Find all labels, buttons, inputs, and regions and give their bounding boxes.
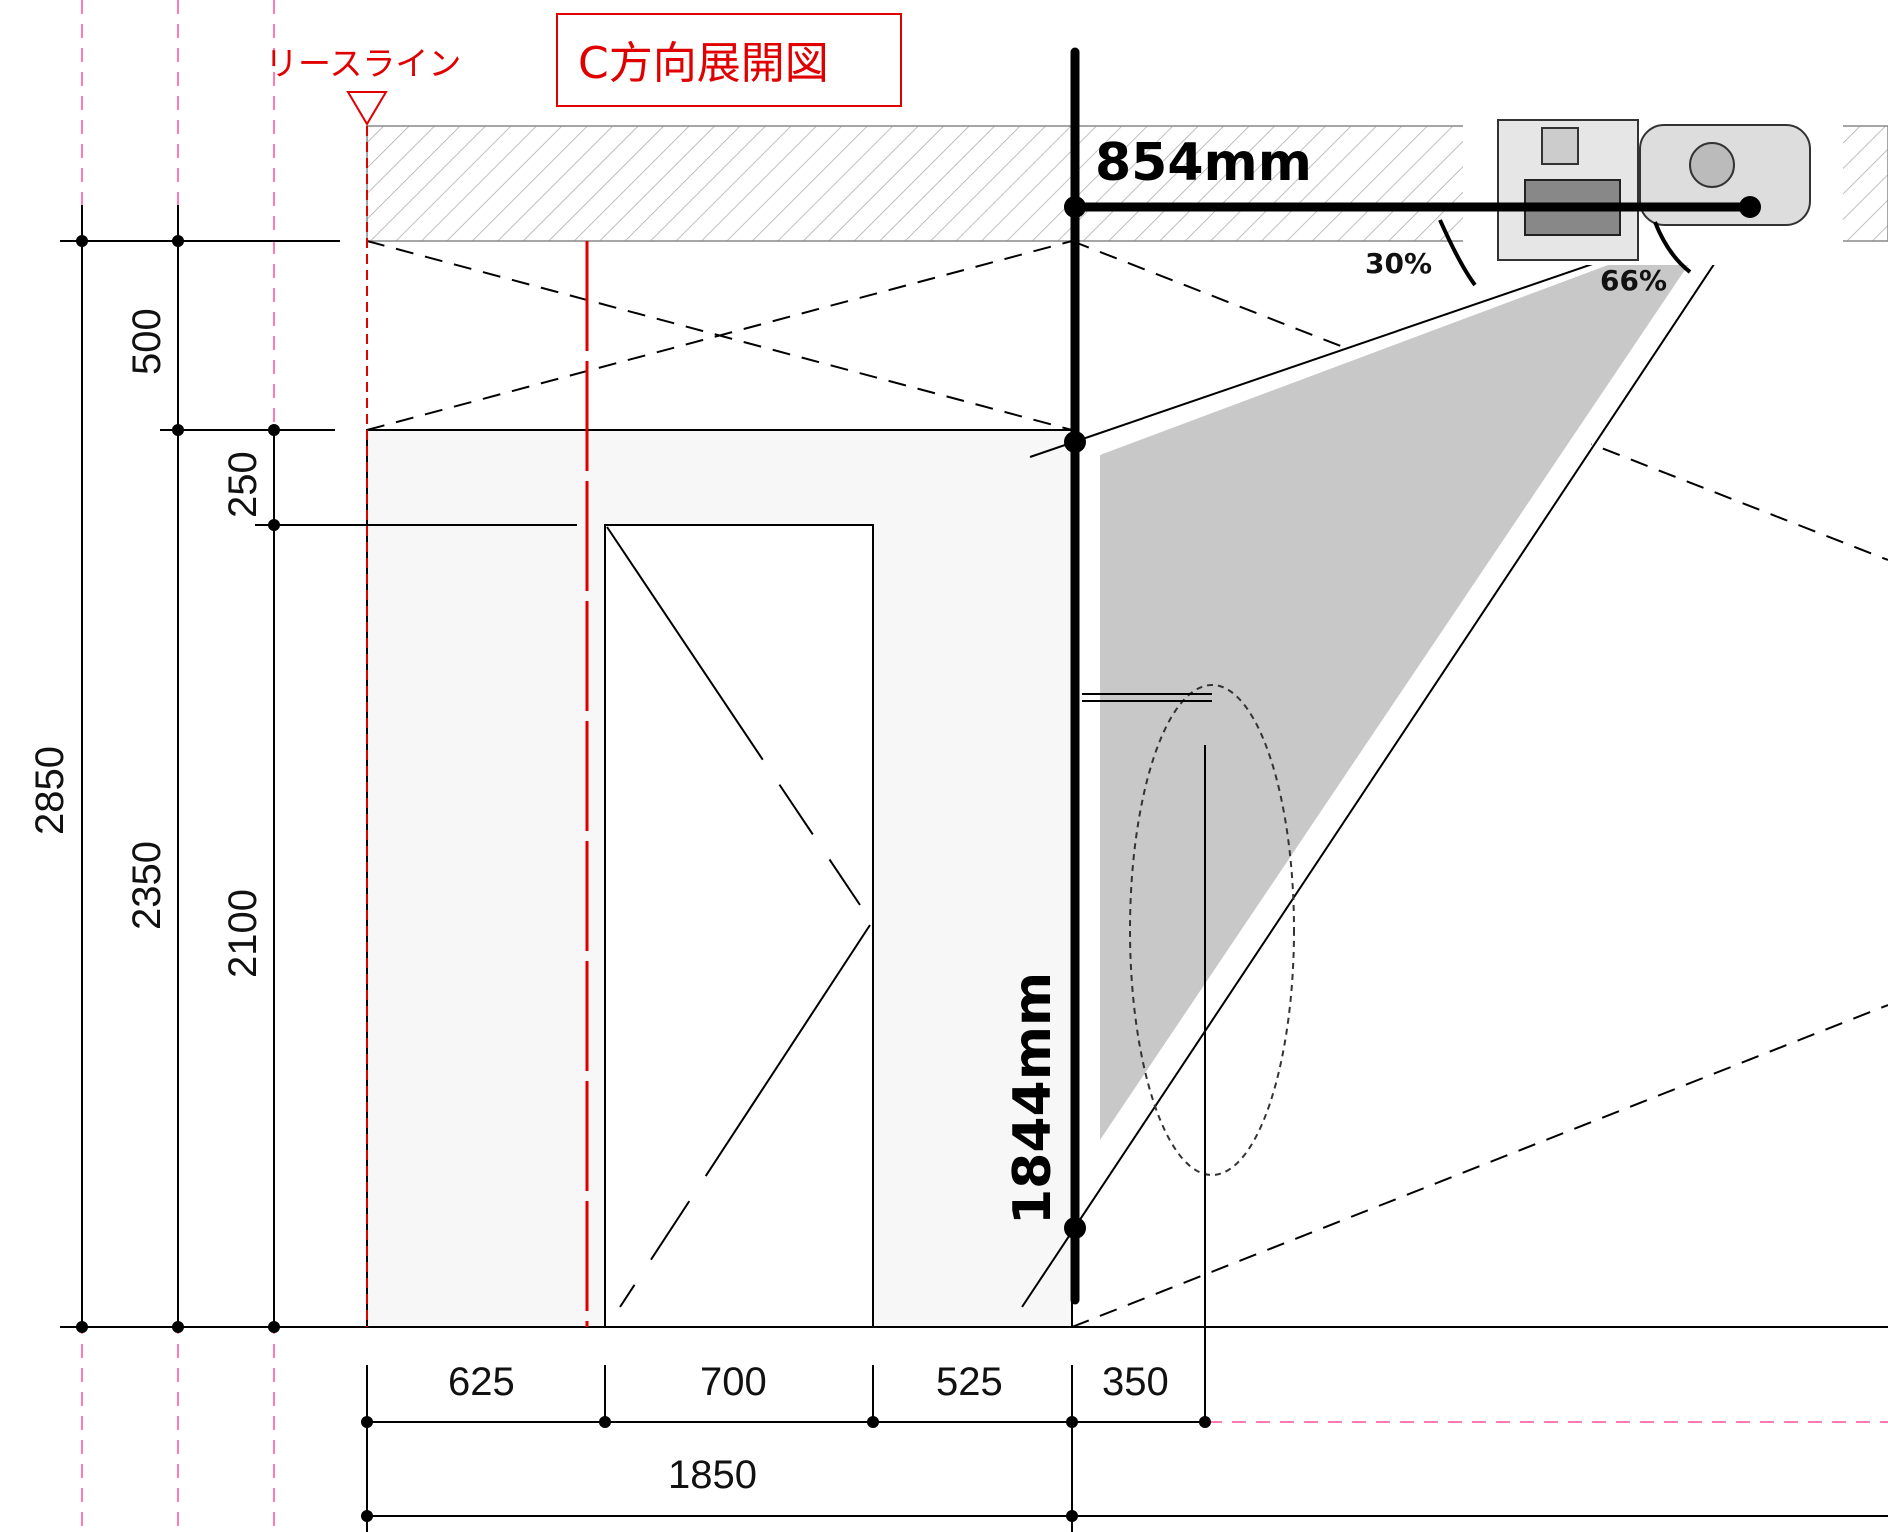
dim-seg1: 625 [448,1360,515,1404]
lease-line: リースライン [265,44,589,1327]
dim-door-height: 2100 [221,889,265,978]
construction-lines [366,240,1888,1328]
target-area [1082,684,1295,1422]
dim-total-width: 1850 [668,1453,757,1497]
dim-seg2: 700 [700,1360,767,1404]
vertical-distance-label: 1844mm [1003,972,1063,1225]
triangle-down-icon [346,91,388,126]
dim-seg3: 525 [936,1360,1003,1404]
ceiling-projector-icon [1463,115,1843,265]
angle-vertical-label: 66% [1600,264,1667,297]
measurement-lines [1064,47,1761,1305]
lease-line-label: リースライン [265,44,461,83]
dim-above-door: 250 [221,451,265,518]
dim-seg4: 350 [1102,1360,1169,1404]
angle-horizontal-label: 30% [1365,247,1432,280]
horizontal-distance-label: 854mm [1095,133,1312,193]
horizontal-dimensions: 625 700 525 350 1850 [361,1360,1888,1532]
drawing-title: C方向展開図 [556,13,902,107]
door [604,524,874,1328]
vertical-dimensions: 2850 500 2350 250 2100 [28,205,280,1333]
dim-total-height: 2850 [28,746,72,835]
title-text: C方向展開図 [578,38,829,89]
angle-markers: 30% 66% [1365,219,1692,297]
dim-ceiling: 500 [125,308,169,375]
projection-coverage [1021,209,1751,1308]
dim-height-to-ceiling: 2350 [125,841,169,930]
